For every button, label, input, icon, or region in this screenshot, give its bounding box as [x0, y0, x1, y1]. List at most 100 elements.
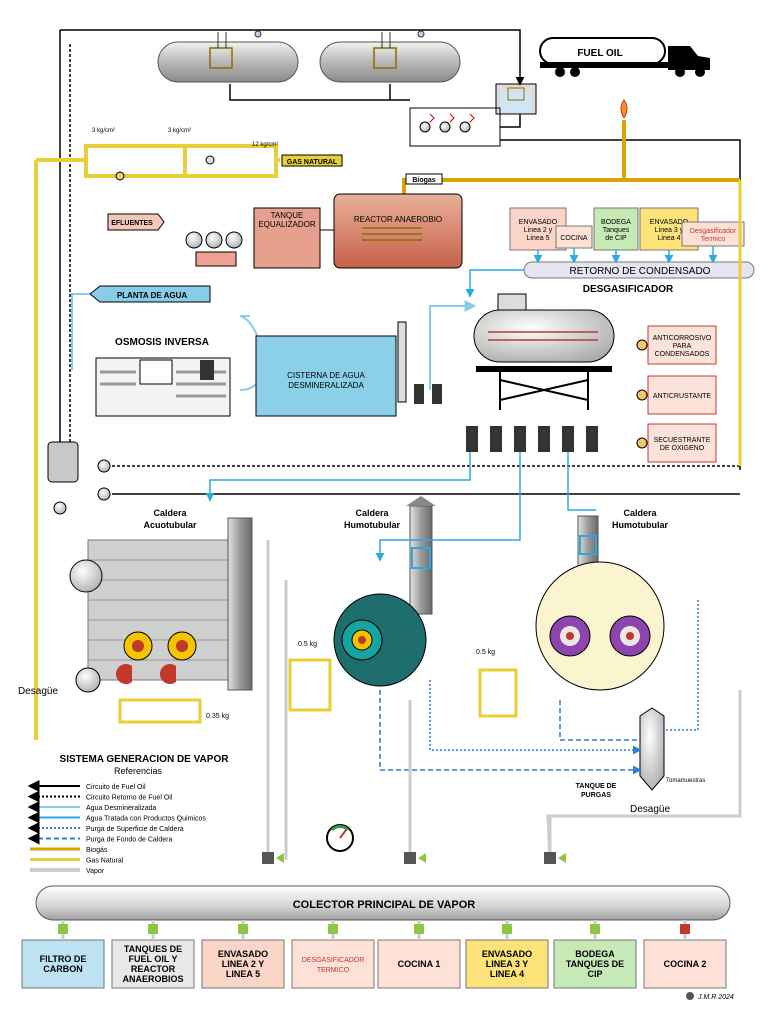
signature: J.M.R 2024 — [686, 992, 734, 1001]
retorno-label: RETORNO DE CONDENSADO — [570, 266, 711, 277]
legend-item-0: Circuito de Fuel Oil — [27, 780, 146, 792]
equalizador-line2: EQUALIZADOR — [258, 220, 316, 229]
chemical-2-line-1: DE OXIGENO — [660, 445, 705, 452]
effluents-section: EFLUENTES TANQUE EQUALIZADOR REACTOR ANA… — [107, 193, 463, 269]
top-consumer-2-line-1: Tanques — [603, 227, 630, 234]
legend-item-8-label: Vapor — [86, 868, 105, 875]
boiler-acuotubular: Caldera Acuotubular Desagüe 0.35 kg — [18, 508, 253, 724]
cisterna-line2: DESMINERALIZADA — [288, 381, 364, 390]
pressure-label-1: 3 kg/cm² — [92, 128, 115, 134]
bottom-consumer-7: COCINA 2 — [643, 920, 727, 989]
chemical-0-line-1: PARA — [673, 343, 692, 350]
pressure-label-2: 3 kg/cm² — [168, 128, 191, 134]
top-consumer-1: COCINA — [555, 225, 593, 264]
bottom-consumer-2-line-2: LINEA 5 — [226, 969, 260, 979]
chemical-0-line-0: ANTICORROSIVO — [653, 335, 712, 342]
bottom-consumer-6-line-2: CIP — [587, 969, 602, 979]
legend-title: SISTEMA GENERACION DE VAPOR — [60, 754, 230, 765]
reactor-label: REACTOR ANAEROBIO — [354, 215, 442, 224]
bottom-consumer-0-line-0: FILTRO DE — [40, 954, 87, 964]
demineralized-cistern: CISTERNA DE AGUA DESMINERALIZADA — [239, 300, 477, 417]
top-consumer-3-line-1: Linea 3 y — [655, 227, 684, 234]
bottom-consumer-1-line-0: TANQUES DE — [124, 944, 182, 954]
signature-text: J.M.R 2024 — [697, 994, 734, 1001]
legend-item-2-label: Agua Desmineralizada — [86, 805, 157, 812]
top-consumer-4-line-1: Termico — [701, 236, 726, 243]
boiler-humotubular-1: Caldera Humotubular 0.5 kg — [288, 496, 436, 712]
pressure-b1: 0.35 kg — [206, 713, 229, 720]
boiler-humotubular-2: Caldera Humotubular 0.5 kg — [476, 508, 668, 718]
fuel-oil-heater — [47, 441, 111, 515]
top-consumer-0-line-2: Linea 5 — [527, 235, 550, 242]
top-consumer-3-line-2: Linea 4 — [658, 235, 681, 242]
top-consumer-2-line-2: de CIP — [605, 235, 627, 242]
condensate-return: RETORNO DE CONDENSADO — [465, 261, 755, 298]
bottom-consumer-6-line-0: BODEGA — [575, 949, 615, 959]
boiler2-title-1: Caldera — [355, 508, 389, 518]
legend-item-4-label: Purga de Superficie de Caldera — [86, 826, 184, 833]
boiler3-title-1: Caldera — [623, 508, 657, 518]
feedwater-pumps — [466, 426, 598, 452]
legend-item-1-label: Circuito Retorno de Fuel Oil — [86, 795, 173, 802]
boiler1-title-2: Acuotubular — [144, 520, 197, 530]
top-consumer-0-line-0: ENVASADO — [519, 219, 558, 226]
legend-item-6: Biogás — [30, 847, 108, 854]
bottom-consumer-1-line-1: FUEL OIL Y — [128, 954, 177, 964]
deaerator: DESGASIFICADOR — [473, 284, 674, 410]
legend-item-5: Purga de Fondo de Caldera — [27, 832, 172, 845]
gas-natural-ramp: GAS NATURAL 3 kg/cm² 3 kg/cm² 12 kg/cm² — [34, 128, 343, 740]
desgasificador-label: DESGASIFICADOR — [583, 284, 674, 295]
bottom-consumer-4: COCINA 1 — [377, 920, 461, 989]
fuel-oil-label: FUEL OIL — [577, 48, 622, 59]
blowdown-tank: TANQUE DE PURGAS Tomamuestras Desagüe — [576, 707, 705, 815]
osmosis-label: OSMOSIS INVERSA — [115, 337, 209, 348]
legend-item-0-label: Circuito de Fuel Oil — [86, 784, 146, 791]
legend-subtitle: Referencias — [114, 766, 163, 776]
legend-item-7-label: Gas Natural — [86, 858, 124, 865]
fuel-oil-truck: FUEL OIL — [495, 37, 710, 115]
planta-agua-label: PLANTA DE AGUA — [117, 291, 188, 300]
biogas-line: Biogas — [402, 99, 740, 194]
steam-pressure-gauge — [326, 824, 354, 852]
desague-right: Desagüe — [630, 804, 670, 815]
legend-item-6-label: Biogás — [86, 847, 108, 854]
bottom-consumer-2-line-1: LINEA 2 Y — [222, 959, 265, 969]
collector-label: COLECTOR PRINCIPAL DE VAPOR — [293, 899, 476, 911]
legend-item-3: Agua Tratada con Productos Quimicos — [27, 811, 206, 824]
bottom-consumer-7-line-0: COCINA 2 — [664, 959, 707, 969]
fuel-oil-storage — [157, 30, 461, 83]
legend-item-5-label: Purga de Fondo de Caldera — [86, 837, 172, 844]
bottom-consumer-2-line-0: ENVASADO — [218, 949, 268, 959]
bottom-consumer-4-line-0: COCINA 1 — [398, 959, 441, 969]
pressure-b2: 0.5 kg — [298, 641, 317, 648]
purgas-line1: TANQUE DE — [576, 783, 617, 790]
chemical-1-line-0: ANTICRUSTANTE — [653, 393, 712, 400]
fuel-oil-pumps — [409, 107, 501, 147]
legend-item-4: Purga de Superficie de Caldera — [27, 822, 184, 834]
bottom-consumer-5-line-2: LINEA 4 — [490, 969, 524, 979]
top-consumer-4-line-0: Desgasificador — [690, 228, 737, 235]
equalizador-line1: TANQUE — [271, 211, 304, 220]
chemical-2-line-0: SECUESTRANTE — [654, 437, 711, 444]
bottom-consumer-3-line-1: TERMICO — [317, 967, 350, 974]
tomamuestras-label: Tomamuestras — [666, 778, 705, 784]
top-consumer-2-line-0: BODEGA — [601, 219, 631, 226]
top-consumer-1-line-0: COCINA — [560, 235, 588, 242]
bottom-consumer-3-line-0: DESGASIFICADOR — [302, 957, 365, 964]
steam-collector: COLECTOR PRINCIPAL DE VAPOR — [35, 885, 731, 921]
bottom-consumer-3: DESGASIFICADOR TERMICO — [291, 920, 375, 989]
bottom-consumer-1-line-3: ANAEROBIOS — [122, 974, 183, 984]
cisterna-line1: CISTERNA DE AGUA — [287, 371, 365, 380]
purgas-line2: PURGAS — [581, 792, 611, 799]
chemical-0-line-2: CONDENSADOS — [655, 351, 710, 358]
pressure-b3: 0.5 kg — [476, 649, 495, 656]
